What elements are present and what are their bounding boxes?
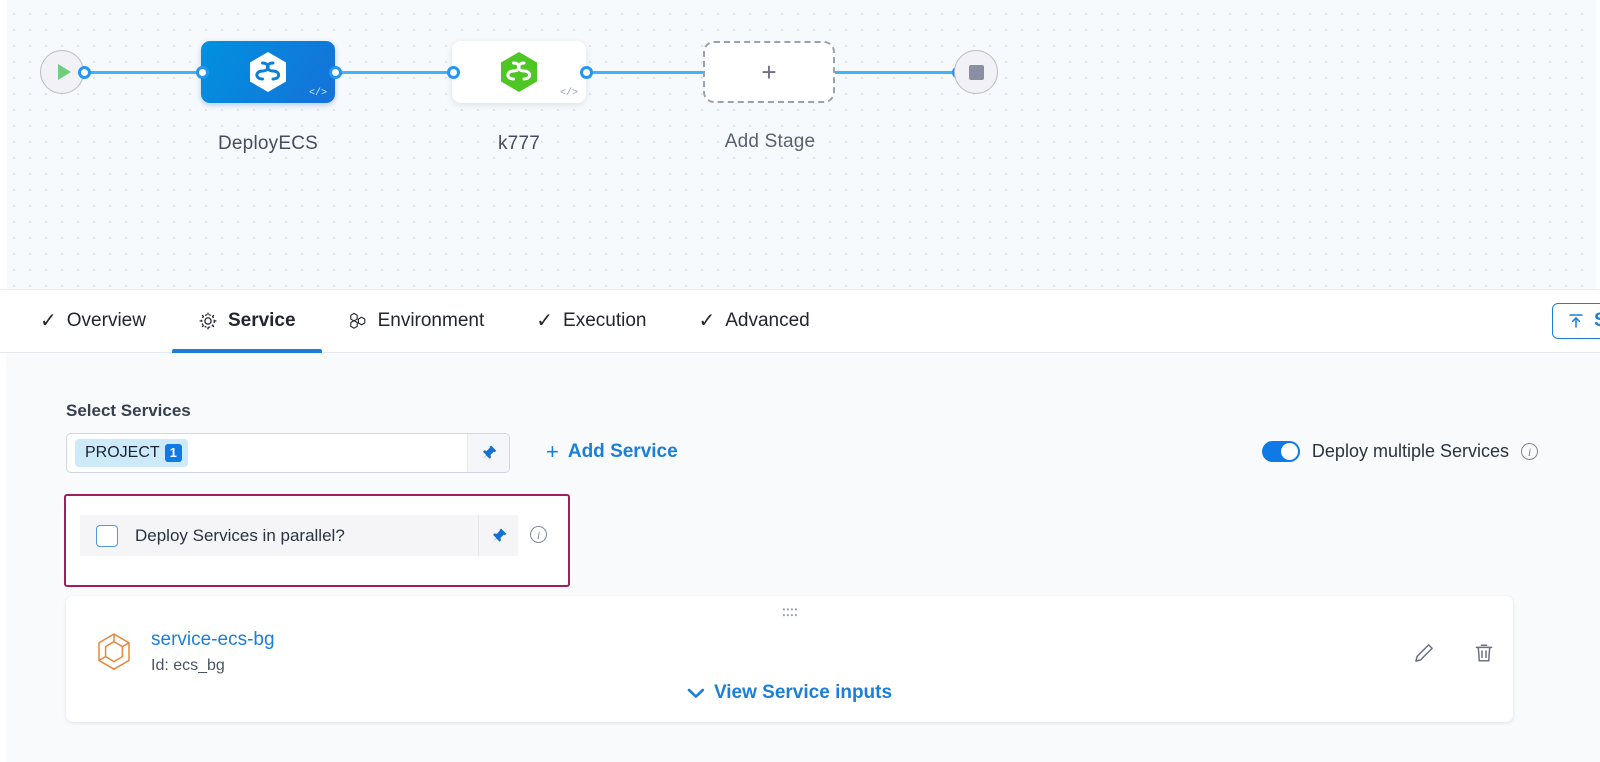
gear-icon bbox=[199, 312, 217, 330]
tab-label: Execution bbox=[563, 310, 647, 331]
pipeline-start-node[interactable] bbox=[40, 50, 84, 94]
connector-dot-stage2-out[interactable] bbox=[580, 66, 593, 79]
harness-hexagon-green-icon bbox=[501, 52, 537, 92]
wire-addstage-to-end bbox=[833, 71, 961, 74]
select-services-input[interactable]: PROJECT 1 bbox=[66, 433, 510, 473]
save-button[interactable]: S bbox=[1552, 303, 1600, 339]
check-icon: ✓ bbox=[536, 310, 554, 332]
trash-icon[interactable] bbox=[1473, 642, 1495, 669]
play-icon bbox=[57, 64, 71, 80]
tab-advanced[interactable]: ✓ Advanced bbox=[672, 290, 835, 352]
stage-code-badge: </> bbox=[308, 88, 327, 99]
info-icon[interactable]: i bbox=[1521, 443, 1538, 460]
pin-icon[interactable] bbox=[478, 515, 518, 556]
view-service-inputs-button[interactable]: View Service inputs bbox=[687, 682, 892, 704]
connector-dot-stage1-out[interactable] bbox=[329, 66, 342, 79]
check-icon: ✓ bbox=[698, 310, 716, 332]
tab-environment[interactable]: Environment bbox=[322, 290, 511, 352]
canvas-right-edge bbox=[1596, 0, 1600, 289]
harness-hexagon-icon bbox=[250, 52, 286, 92]
body-left-edge bbox=[0, 353, 6, 762]
hexagon-cluster-icon bbox=[349, 312, 365, 329]
deploy-parallel-highlight: Deploy Services in parallel? i bbox=[64, 494, 570, 587]
deploy-parallel-row[interactable]: Deploy Services in parallel? bbox=[80, 515, 518, 556]
deploy-multiple-services-toggle[interactable] bbox=[1261, 441, 1300, 462]
wire-stage2-to-addstage bbox=[583, 71, 709, 74]
connector-dot-stage2-in[interactable] bbox=[447, 66, 460, 79]
deploy-parallel-checkbox[interactable] bbox=[96, 524, 118, 547]
plus-icon: + bbox=[546, 439, 559, 464]
canvas-left-edge bbox=[0, 0, 7, 289]
add-stage-node[interactable]: + bbox=[703, 41, 835, 103]
pin-icon-glyph bbox=[482, 445, 496, 460]
services-chip[interactable]: PROJECT 1 bbox=[75, 439, 188, 467]
connector-dot-stage1-in[interactable] bbox=[196, 66, 209, 79]
upload-icon bbox=[1569, 314, 1583, 328]
view-service-inputs-label: View Service inputs bbox=[713, 682, 893, 703]
stage-label-k777: k777 bbox=[497, 133, 540, 154]
pipeline-canvas[interactable]: </> DeployECS </> k777 + Add Stage bbox=[0, 0, 1600, 290]
service-name-link[interactable]: service-ecs-bg bbox=[151, 629, 275, 650]
deploy-multiple-services-label: Deploy multiple Services bbox=[1311, 441, 1509, 461]
add-service-button[interactable]: + Add Service bbox=[546, 441, 678, 463]
plus-icon: + bbox=[761, 57, 777, 87]
pin-icon[interactable] bbox=[467, 434, 509, 472]
check-icon: ✓ bbox=[40, 310, 57, 332]
pin-icon-glyph bbox=[492, 528, 506, 542]
service-tab-panel: Select Services PROJECT 1 + Add Service … bbox=[0, 353, 1600, 762]
save-button-label: S bbox=[1594, 310, 1600, 332]
toggle-knob bbox=[1280, 443, 1298, 460]
stage-node-k777[interactable]: </> bbox=[452, 41, 586, 103]
service-card[interactable]: service-ecs-bg Id: ecs_bg View Service i… bbox=[66, 596, 1513, 722]
service-id-text: Id: ecs_bg bbox=[151, 657, 225, 674]
pipeline-end-node[interactable] bbox=[954, 50, 998, 94]
tab-label: Service bbox=[227, 310, 296, 331]
tab-overview[interactable]: ✓ Overview bbox=[14, 290, 172, 352]
wire-stage1-to-stage2 bbox=[332, 71, 458, 74]
stage-tab-bar: ✓ Overview Service Environment ✓ Executi… bbox=[0, 290, 1600, 353]
tab-label: Advanced bbox=[725, 310, 810, 331]
services-chip-count: 1 bbox=[164, 443, 182, 463]
pencil-icon[interactable] bbox=[1413, 642, 1435, 669]
stage-label-deployecs: DeployECS bbox=[217, 133, 318, 154]
info-icon[interactable]: i bbox=[530, 526, 547, 543]
deploy-parallel-label: Deploy Services in parallel? bbox=[135, 525, 345, 545]
service-card-actions bbox=[1413, 642, 1495, 669]
stop-icon bbox=[968, 64, 984, 80]
service-hexagon-icon bbox=[98, 633, 130, 671]
stage-code-badge: </> bbox=[559, 88, 578, 99]
add-service-label: Add Service bbox=[567, 441, 678, 462]
wire-start-to-stage1 bbox=[86, 71, 206, 74]
add-stage-label: Add Stage bbox=[724, 131, 816, 152]
drag-dots-icon[interactable] bbox=[782, 608, 797, 617]
stage-node-deployecs[interactable]: </> bbox=[201, 41, 335, 103]
tab-label: Overview bbox=[66, 310, 146, 331]
services-chip-label: PROJECT bbox=[85, 444, 160, 461]
tab-execution[interactable]: ✓ Execution bbox=[510, 290, 672, 352]
deploy-multiple-services-row: Deploy multiple Services i bbox=[1261, 441, 1538, 462]
chevron-down-icon bbox=[687, 688, 704, 698]
connector-dot-start[interactable] bbox=[78, 66, 91, 79]
select-services-label: Select Services bbox=[66, 401, 191, 420]
tab-label: Environment bbox=[377, 310, 485, 331]
tab-service[interactable]: Service bbox=[171, 290, 322, 353]
